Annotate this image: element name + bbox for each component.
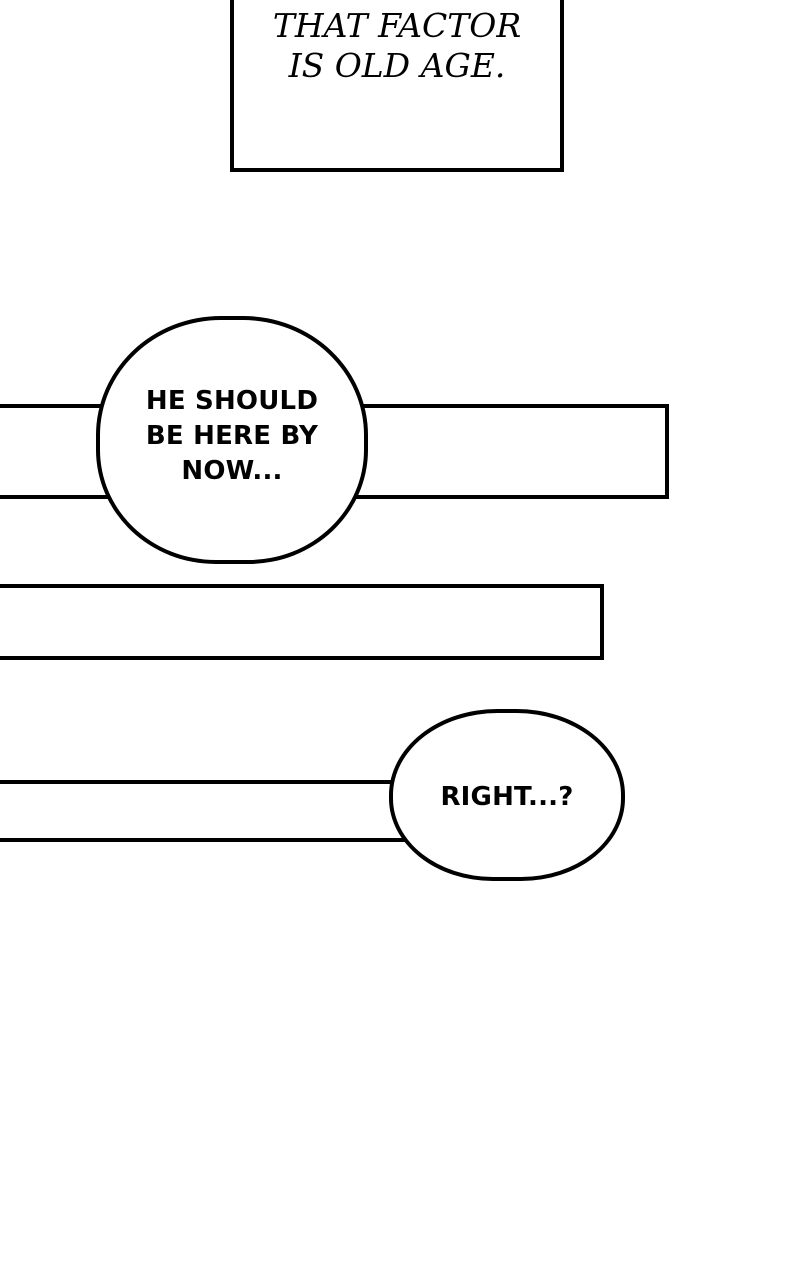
panel-strip-bottom xyxy=(0,780,420,842)
narration-text: THAT FACTOR IS OLD AGE. xyxy=(272,6,522,85)
narration-box: THAT FACTOR IS OLD AGE. xyxy=(230,0,564,172)
speech-bubble-text: HE SHOULD BE HERE BY NOW... xyxy=(145,385,319,486)
panel-strip-middle xyxy=(0,584,604,660)
speech-bubble-text: RIGHT...? xyxy=(440,782,574,812)
speech-bubble-right: RIGHT...? xyxy=(389,709,625,881)
speech-bubble-he-should: HE SHOULD BE HERE BY NOW... xyxy=(96,316,368,564)
